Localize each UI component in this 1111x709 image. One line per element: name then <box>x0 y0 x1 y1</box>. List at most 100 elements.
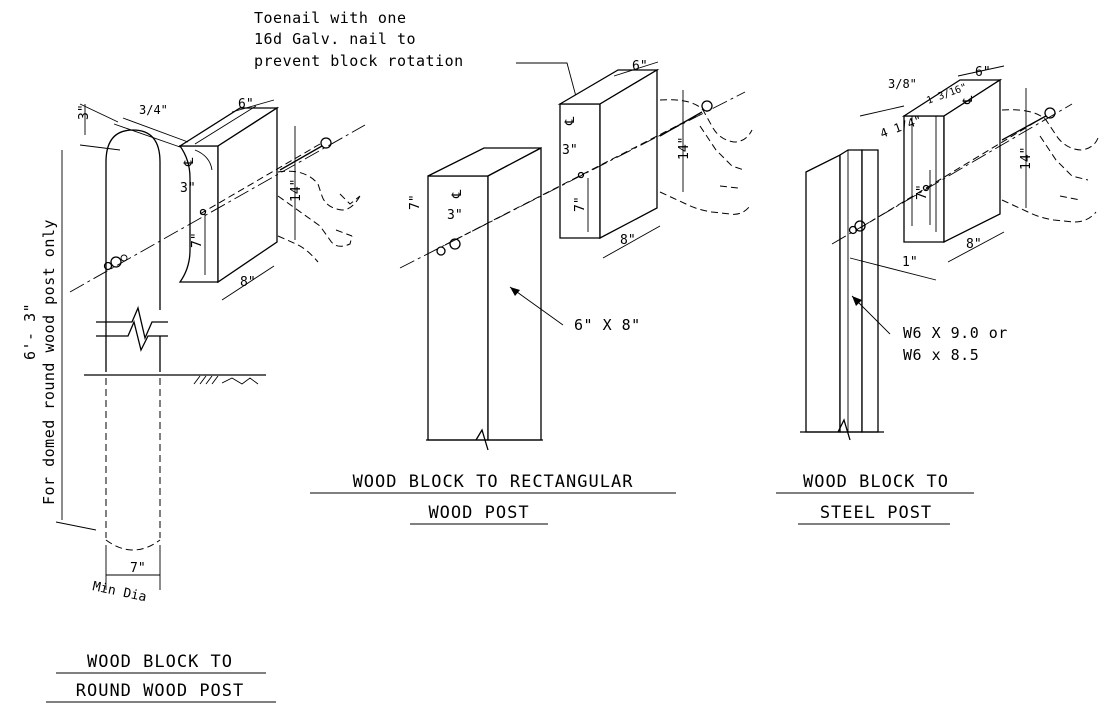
toenail-note-line2: 16d Galv. nail to <box>254 30 416 48</box>
dim-thick-line2 <box>122 117 189 143</box>
diameter-note: Min Dia <box>91 579 148 605</box>
dim-depth-line <box>221 265 275 301</box>
overall-height-label: 6'- 3" <box>21 303 39 360</box>
steel-flange-front <box>805 153 841 433</box>
steel-dim-thick-line <box>859 105 905 117</box>
round-toenail-icon <box>199 208 207 216</box>
rect-title-line2: WOOD POST <box>428 503 529 523</box>
rect-dim-depth-label: 8" <box>620 233 636 248</box>
rect-bolt-head-icon <box>701 100 713 112</box>
ground-hatch <box>193 375 259 385</box>
rect-post-size-arrow <box>510 287 520 296</box>
rect-post-size-leader <box>509 286 564 326</box>
round-bolt-centerline <box>69 124 366 293</box>
steel-bolt-centerline <box>831 103 1073 245</box>
rect-block-side <box>599 68 658 240</box>
round-block-saddle <box>194 105 257 145</box>
steel-bolt-thread <box>1001 115 1047 141</box>
overall-note-label: For domed round wood post only <box>40 219 58 505</box>
centerline-label: ℄ <box>182 157 197 167</box>
steel-post-size-line2: W6 x 8.5 <box>903 346 979 364</box>
steel-dim-depth-label: 8" <box>966 237 982 252</box>
steel-post-size-arrow <box>852 296 862 306</box>
round-post-break <box>96 305 168 352</box>
steel-block-channel <box>911 116 937 232</box>
round-block-saddle-curve <box>194 149 213 171</box>
dim-bolt-up-label: 3" <box>180 181 196 196</box>
diameter-label: 7" <box>130 561 146 576</box>
steel-title-line1: WOOD BLOCK TO <box>803 472 949 492</box>
rect-post-break <box>475 428 489 451</box>
round-nut-icon <box>110 256 122 268</box>
rect-post-centerline-label: ℄ <box>450 189 465 199</box>
steel-dim-depth-line <box>947 231 1005 263</box>
rect-rail-outline <box>659 99 753 215</box>
dim-top-ext <box>79 103 119 123</box>
dim-height-label: 14" <box>289 179 304 202</box>
detail-round-wood-post: 3" 3/4" 6" 14" ℄ 3" 7" 8" 6'- 3" For dom… <box>21 97 366 703</box>
rect-bolt-thread <box>659 111 703 137</box>
rect-post-dim-up-label: 7" <box>408 194 423 210</box>
rect-title-line1: WOOD BLOCK TO RECTANGULAR <box>353 472 634 492</box>
steel-post-size-line1: W6 X 9.0 or <box>903 324 1008 342</box>
round-block-front <box>178 145 219 283</box>
toenail-note-line1: Toenail with one <box>254 9 407 27</box>
steel-title-line2: STEEL POST <box>820 503 932 523</box>
steel-nut-icon <box>854 220 866 232</box>
steel-bolt-head-icon <box>1044 107 1056 119</box>
steel-rail-outline <box>1001 109 1099 223</box>
steel-washer-icon <box>848 225 858 235</box>
rect-dim-bolt-up-label: 3" <box>562 143 578 158</box>
steel-dim-width-label: 6" <box>975 65 991 80</box>
steel-dim-bolt-down-label: 7" <box>915 184 930 200</box>
dim-bolt-down-label: 7" <box>190 232 205 248</box>
steel-dim-height-label: 14" <box>1019 147 1034 170</box>
rect-dim-height-label: 14" <box>677 137 692 160</box>
detail-steel-post: 3/8" 1 3/16" ℄ 6" 4 1/4" 14" 7" 8" 1" W6… <box>776 65 1099 525</box>
toenail-leader <box>516 62 579 105</box>
steel-block-side <box>943 78 1001 244</box>
steel-bolt-shank <box>859 117 1043 229</box>
steel-block-front <box>903 115 945 243</box>
round-post-base <box>105 539 161 551</box>
steel-dim-offset-line <box>849 257 937 281</box>
dim-depth-label: 8" <box>240 275 256 290</box>
rect-post-dim-bolt-label: 3" <box>447 208 463 223</box>
rect-dim-width-label: 6" <box>632 59 648 74</box>
rect-dim-bolt-down-label: 7" <box>573 196 588 212</box>
dim-width-label: 6" <box>238 97 254 112</box>
dim-top-ext2 <box>79 144 121 151</box>
dim-width-line <box>231 99 275 113</box>
toenail-note-line3: prevent block rotation <box>254 52 464 70</box>
steel-dim-thick-label: 3/8" <box>888 77 917 91</box>
round-bolt-head-icon <box>320 137 332 149</box>
dim-thick-line <box>113 123 181 148</box>
round-washer-icon <box>103 261 113 271</box>
rect-nut-icon <box>449 238 461 250</box>
dim-thick-label: 3/4" <box>139 103 168 117</box>
round-title-line2: ROUND WOOD POST <box>76 681 245 701</box>
steel-break <box>837 418 851 441</box>
round-rail-outline <box>277 170 361 263</box>
rect-dim-depth-line <box>602 225 661 259</box>
steel-centerline-label: ℄ <box>961 95 976 105</box>
rect-bolt-shank <box>444 113 701 246</box>
rect-dim-width-line <box>613 61 659 77</box>
detail-rectangular-wood-post: Toenail with one 16d Galv. nail to preve… <box>254 9 753 525</box>
round-title-line1: WOOD BLOCK TO <box>87 652 233 672</box>
rect-toenail-icon <box>577 171 585 179</box>
rect-centerline-label: ℄ <box>563 116 578 126</box>
steel-toenail-icon <box>922 184 930 192</box>
round-block-side <box>217 106 278 284</box>
steel-dim-width-line <box>957 65 1005 77</box>
round-bolt-shank <box>199 143 321 215</box>
rect-washer-icon <box>436 246 446 256</box>
steel-flange-back <box>861 149 879 433</box>
dim-top-label: 3" <box>77 104 92 120</box>
overall-dim-bottom <box>55 521 97 531</box>
round-post-outline <box>105 129 161 372</box>
round-bolt-thread <box>279 145 323 171</box>
round-washer-outer-icon <box>120 254 128 262</box>
steel-dim-offset-label: 1" <box>902 255 918 270</box>
rect-post-size-label: 6" X 8" <box>574 316 641 334</box>
